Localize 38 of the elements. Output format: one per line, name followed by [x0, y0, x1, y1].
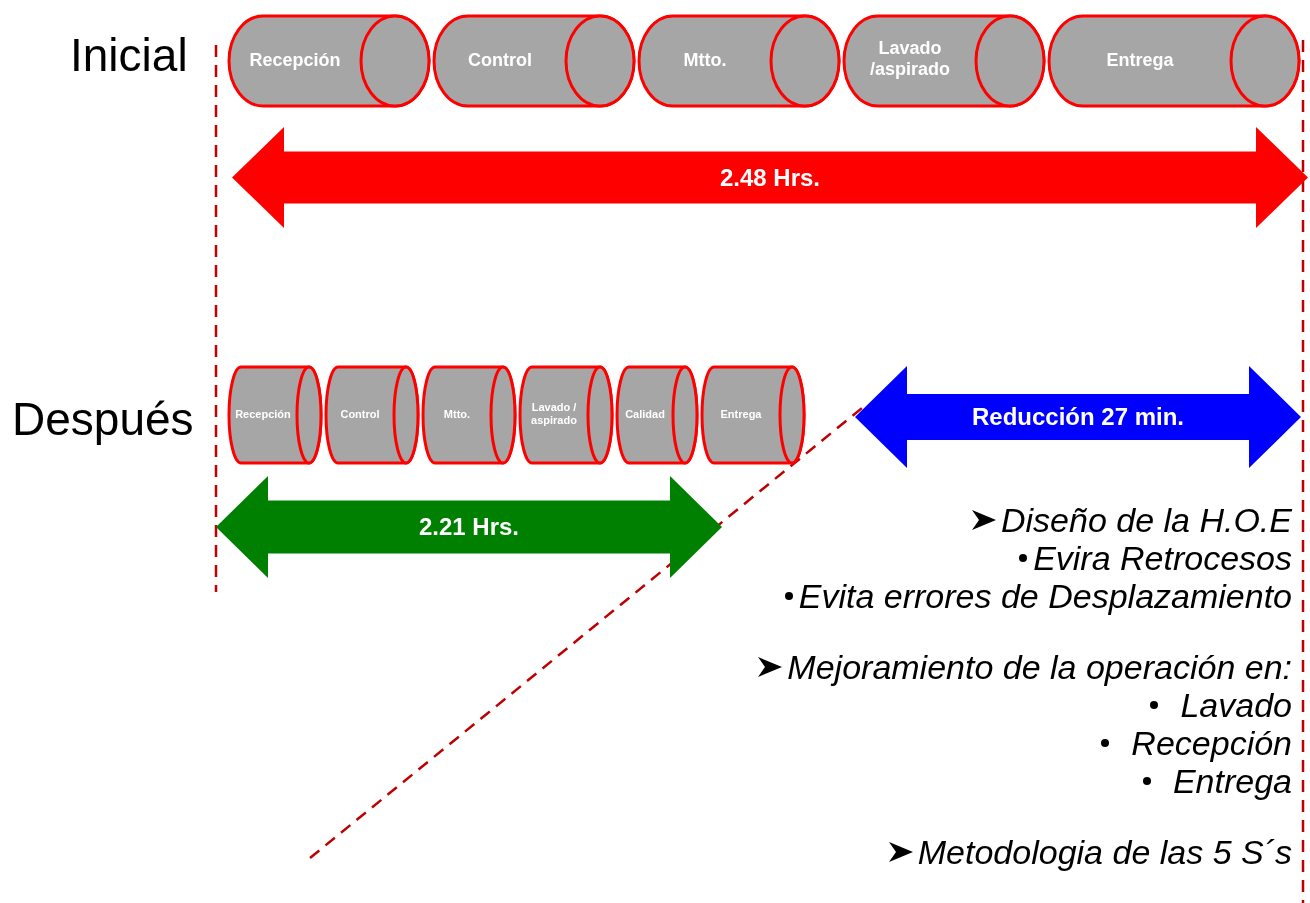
duration-arrow	[855, 366, 1301, 468]
step-label: Mtto.	[442, 408, 472, 421]
process-cylinder	[1047, 14, 1301, 108]
note-text: Evita errores de Desplazamiento	[798, 576, 1292, 616]
duration-arrow	[216, 476, 722, 578]
process-cylinder	[518, 365, 614, 465]
step-label: Lavado /aspirado	[869, 38, 951, 80]
duration-arrow	[232, 127, 1308, 228]
step-label: Recepción	[248, 49, 342, 71]
note-text: Diseño de la H.O.E	[1000, 500, 1292, 540]
process-cylinder	[227, 14, 431, 108]
step-label: Control	[339, 408, 381, 421]
process-cylinder	[615, 365, 699, 465]
note-text: Mejoramiento de la operación en:	[787, 647, 1292, 687]
process-cylinder	[421, 365, 517, 465]
step-label: Control	[467, 49, 533, 71]
step-label: Entrega	[1105, 49, 1175, 71]
process-cylinder	[324, 365, 420, 465]
step-label: Recepción	[234, 408, 292, 421]
process-cylinder	[700, 365, 806, 465]
step-label: Calidad	[624, 408, 666, 421]
process-cylinder	[227, 365, 323, 465]
note-text: Metodologia de las 5 S´s	[917, 832, 1292, 872]
duration-label: 2.48 Hrs.	[718, 163, 822, 192]
note-text: Entrega	[1172, 761, 1292, 801]
note-text: Lavado	[1180, 685, 1292, 725]
note-text: Recepción	[1131, 723, 1292, 763]
step-label: Entrega	[719, 408, 763, 421]
duration-label: 2.21 Hrs.	[417, 513, 521, 541]
step-label: Mtto.	[682, 49, 728, 71]
process-cylinder	[637, 14, 841, 108]
note-text: Evira Retrocesos	[1033, 538, 1292, 578]
row-heading: Después	[12, 392, 194, 446]
step-label: Lavado / aspirado	[530, 401, 578, 427]
row-heading: Inicial	[70, 28, 188, 82]
process-cylinder	[432, 14, 636, 108]
duration-label: Reducción 27 min.	[970, 403, 1186, 431]
process-cylinder	[842, 14, 1046, 108]
